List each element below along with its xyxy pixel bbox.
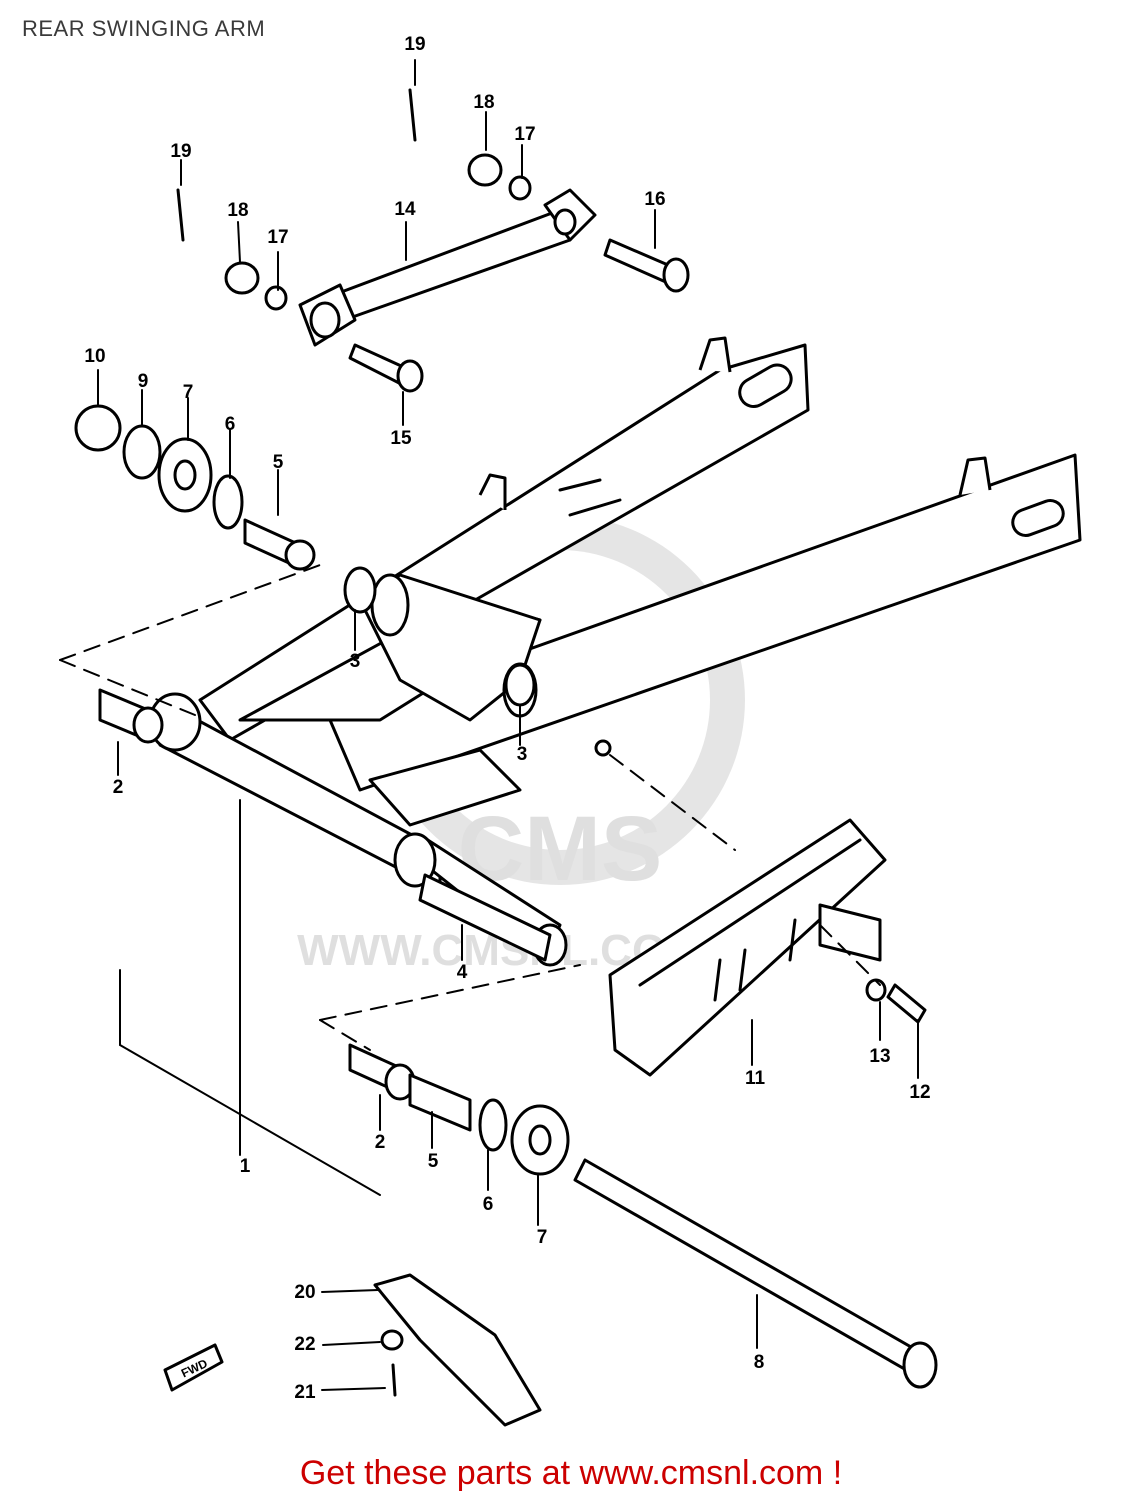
callout-19-lower: 19 [170,141,191,162]
torque-rod [298,188,597,347]
callout-14: 14 [394,199,416,220]
callout-10: 10 [84,346,105,367]
callout-18-lower: 18 [227,200,248,221]
leader-lines [59,59,919,1391]
callout-3-right: 3 [517,744,528,765]
callout-6-upper: 6 [225,414,236,435]
callout-1: 1 [240,1156,251,1177]
callout-5-upper: 5 [273,452,284,473]
callout-20: 20 [294,1282,315,1303]
callout-19-upper: 19 [404,34,425,55]
callout-4: 4 [457,962,468,983]
callout-5-lower: 5 [428,1151,439,1172]
part-callouts: 1 2 2 3 3 4 5 5 6 6 7 7 8 9 10 11 12 13 … [84,34,930,1403]
callout-16: 16 [644,189,665,210]
callout-11: 11 [745,1068,766,1089]
hardware-parts: FWD [74,88,938,1427]
callout-12: 12 [909,1082,930,1103]
callout-8: 8 [754,1352,765,1373]
chain-case [608,818,887,1077]
footer-banner: Get these parts at www.cmsnl.com ! [0,1454,1142,1493]
cotter-pin-top [408,88,417,142]
callout-13: 13 [869,1046,890,1067]
callout-2-upper: 2 [113,777,124,798]
callout-3-left: 3 [350,651,361,672]
callout-9: 9 [138,371,149,392]
callout-17-upper: 17 [514,124,535,145]
callout-17-lower: 17 [267,227,288,248]
diagram-title: REAR SWINGING ARM [22,16,266,41]
footer-link[interactable]: Get these parts at www.cmsnl.com ! [299,1454,843,1492]
front-arrow-icon [163,1343,224,1392]
callout-2-lower: 2 [375,1132,386,1153]
callout-18-upper: 18 [473,92,494,113]
exploded-parts-diagram: CMS WWW.CMSNL.COM [59,34,1082,1427]
callout-6-lower: 6 [483,1194,494,1215]
cotter-pin-left [176,188,185,242]
callout-22: 22 [294,1334,315,1355]
callout-21: 21 [294,1382,316,1403]
callout-15: 15 [390,428,412,449]
callout-7-lower: 7 [537,1227,548,1248]
callout-7-upper: 7 [183,382,194,403]
